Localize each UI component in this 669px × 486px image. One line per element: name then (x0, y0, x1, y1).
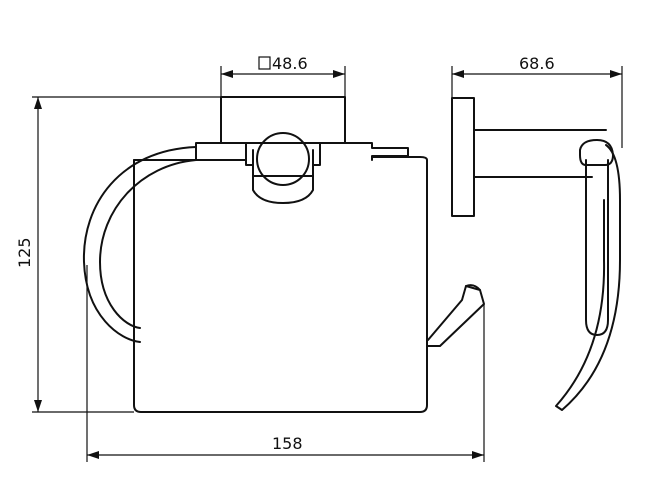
mount-block (220, 96, 346, 144)
dim-label-width: 158 (272, 434, 303, 453)
lid-left-step (195, 142, 247, 161)
hinge-knob (256, 132, 310, 186)
dimension-labels: 48.6 68.6 125 158 (15, 54, 555, 453)
hinge-body (252, 149, 314, 204)
hinge-side-right (312, 142, 321, 166)
dimension-lines (32, 66, 623, 462)
dim-label-height: 125 (15, 237, 34, 268)
side-wall-plate (451, 97, 475, 217)
front-view (82, 96, 485, 413)
cover-plate (133, 156, 428, 413)
arm-tip-end (465, 284, 481, 291)
square-symbol-icon (258, 56, 271, 70)
side-arm (473, 129, 607, 178)
dim-label-depth: 68.6 (519, 54, 555, 73)
roll-arm-inner (99, 159, 197, 329)
side-view (451, 97, 621, 411)
arm-tip (427, 285, 485, 347)
side-cover-flap (555, 144, 621, 411)
hinge-side-left (245, 142, 254, 166)
dim-label-mount-width: 48.6 (272, 54, 308, 73)
side-roll-bar (585, 159, 609, 336)
